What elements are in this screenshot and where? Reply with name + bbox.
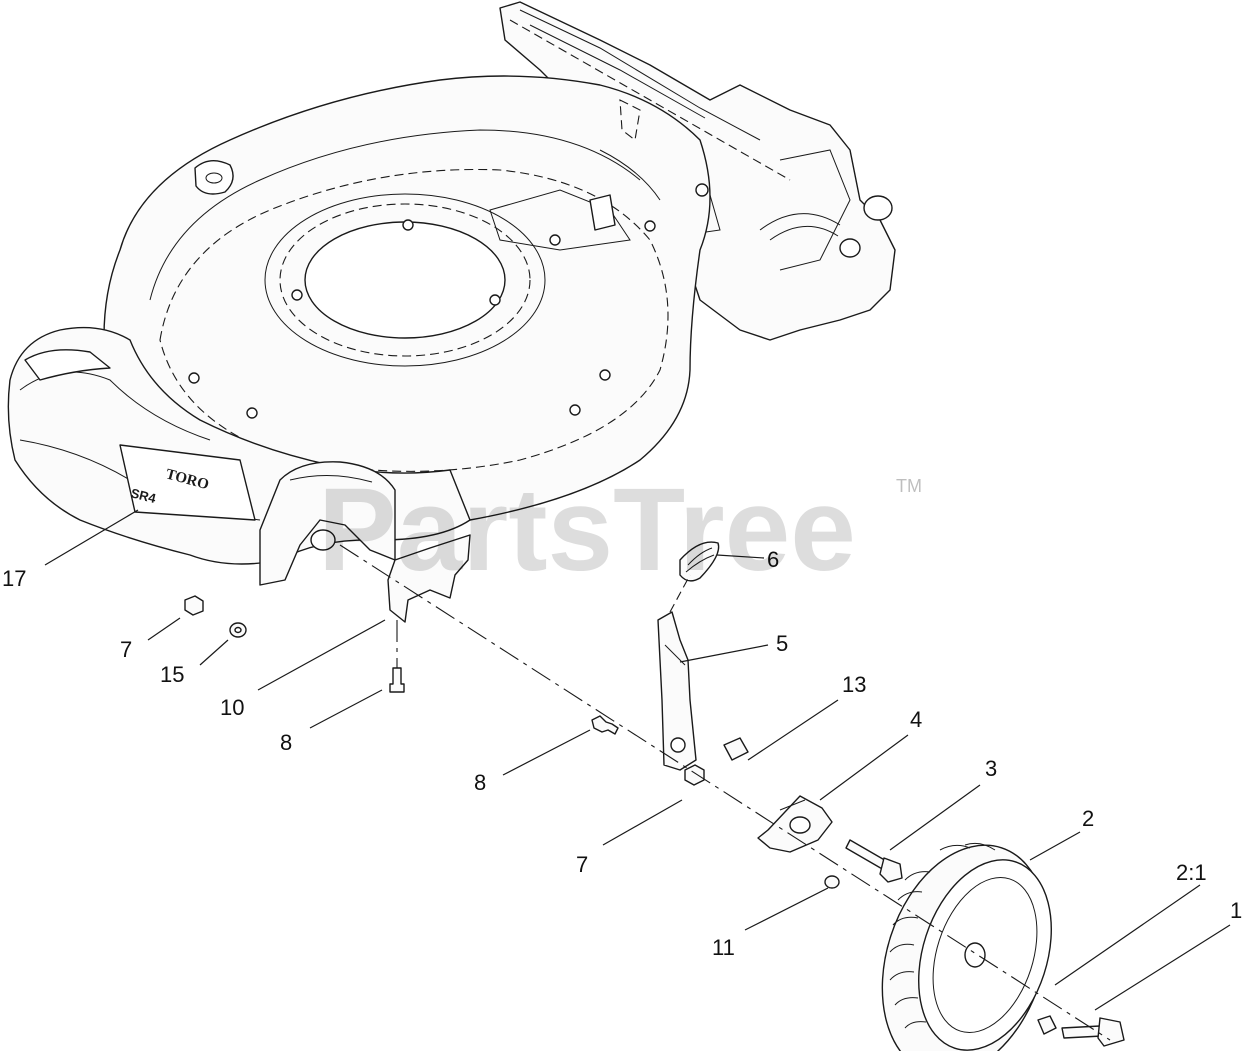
height-dial-right xyxy=(259,461,396,586)
mower-deck: TORO SR4 xyxy=(7,1,896,623)
watermark-trademark: TM xyxy=(896,476,922,496)
part-2-wheel xyxy=(881,842,1052,1051)
callout-labels: 17 7 15 10 8 8 7 6 5 13 4 3 2 2:1 1 11 xyxy=(2,547,1242,960)
leader-lines xyxy=(44,509,1231,1011)
part-8-bolt-upper xyxy=(389,667,405,693)
assembly-axis xyxy=(339,544,1111,1041)
deck-bolt xyxy=(188,372,200,384)
deck-bolt xyxy=(569,404,581,416)
deck-bolt xyxy=(599,369,611,381)
deck-bolt xyxy=(246,407,258,419)
height-bracket-rear xyxy=(589,194,616,231)
callout-3: 3 xyxy=(985,756,997,781)
callout-17: 17 xyxy=(2,566,26,591)
callout-1: 1 xyxy=(1230,898,1242,923)
callout-7-lower: 7 xyxy=(576,852,588,877)
deck-bolt xyxy=(402,219,414,231)
callout-8-upper: 8 xyxy=(280,730,292,755)
front-height-bracket xyxy=(387,534,471,623)
callout-7-upper: 7 xyxy=(120,637,132,662)
deck-nut xyxy=(695,183,709,197)
deck-bolt xyxy=(489,294,501,306)
callout-10: 10 xyxy=(220,695,244,720)
part-7-nut-lower xyxy=(684,764,705,786)
height-dial-left xyxy=(24,349,111,381)
part-5-height-lever xyxy=(657,611,697,771)
deck-knob xyxy=(194,160,234,195)
part-11-washer xyxy=(824,875,840,889)
part-2-1-spacer xyxy=(1037,1015,1057,1035)
callout-4: 4 xyxy=(910,707,922,732)
deck-bolt xyxy=(644,220,656,232)
rear-wheel-boss xyxy=(863,195,893,221)
loose-parts xyxy=(184,541,1125,1051)
part-8-bolt-lower xyxy=(591,715,619,735)
callout-5: 5 xyxy=(776,631,788,656)
callout-2: 2 xyxy=(1082,806,1094,831)
model-badge: SR4 xyxy=(129,485,158,506)
callout-8-lower: 8 xyxy=(474,770,486,795)
watermark: PartsTree TM xyxy=(318,464,922,596)
logo-plate xyxy=(119,444,256,521)
callout-13: 13 xyxy=(842,672,866,697)
watermark-text: PartsTree xyxy=(318,464,856,596)
callout-6: 6 xyxy=(767,547,779,572)
part-7-nut-upper xyxy=(184,595,204,616)
blade-opening xyxy=(304,221,506,339)
part-1-shoulder-bolt xyxy=(1061,1025,1103,1039)
callout-15: 15 xyxy=(160,662,184,687)
part-13-spacer xyxy=(723,737,749,761)
callout-11: 11 xyxy=(712,935,735,960)
deck-bolt xyxy=(549,234,561,246)
deck-bolt xyxy=(291,289,303,301)
callout-2-1: 2:1 xyxy=(1176,860,1207,885)
wheel-hub xyxy=(964,942,986,968)
